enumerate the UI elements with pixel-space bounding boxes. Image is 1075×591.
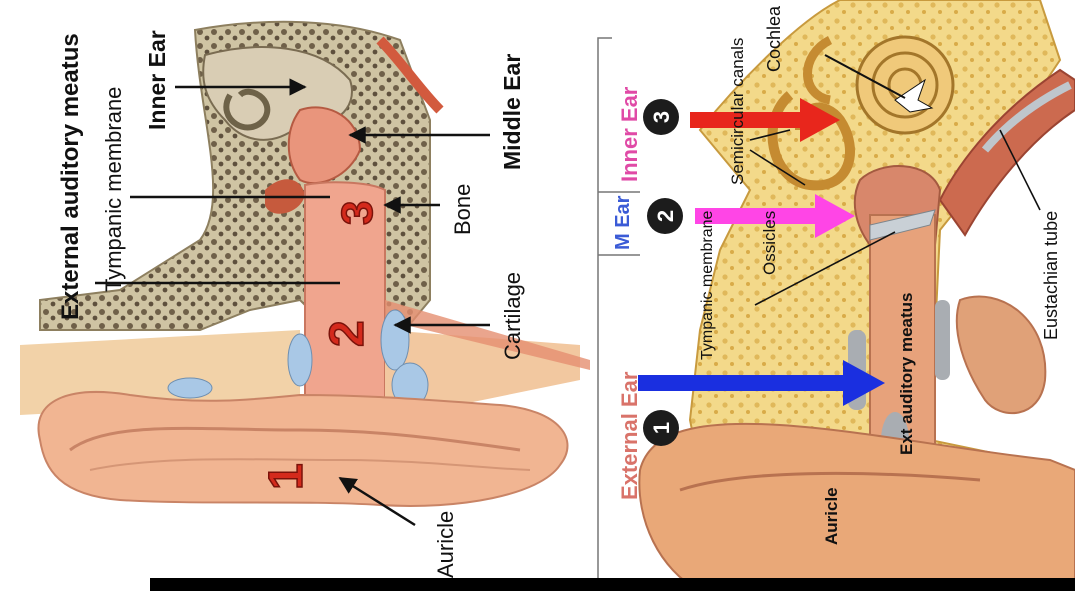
left-marker-2: 2 (321, 320, 374, 347)
right-marker-2: 2 (653, 210, 678, 222)
left-label-middle-ear: Middle Ear (499, 54, 525, 170)
right-label-ossicles: Ossicles (760, 211, 779, 275)
right-auricle (639, 424, 1075, 591)
right-label-tympanic-membrane: Tympanic membrane (699, 211, 716, 360)
left-cartilage-4 (168, 378, 212, 398)
right-marker-3: 3 (649, 111, 674, 123)
right-label-cochlea: Cochlea (764, 5, 784, 72)
left-label-inner-ear: Inner Ear (144, 30, 170, 130)
left-marker-1: 1 (260, 463, 313, 490)
right-label-ext-auditory-meatus: Ext auditory meatus (897, 293, 916, 456)
left-cartilage-1 (381, 310, 409, 370)
left-panel: 3 2 1 External auditory meatus Tympanic … (20, 22, 590, 578)
right-label-eustachian-tube: Eustachian tube (1041, 211, 1061, 340)
right-marker-1: 1 (649, 422, 674, 434)
left-label-tympanic-membrane: Tympanic membrane (101, 87, 126, 292)
section-middle-ear: M Ear (612, 195, 634, 250)
left-cartilage-3 (288, 334, 312, 386)
right-soft-lobe (957, 297, 1046, 414)
section-bracket (598, 38, 612, 580)
section-inner-ear: Inner Ear (617, 86, 642, 182)
right-cartilage-1 (935, 300, 950, 380)
bottom-black-bar (150, 578, 1075, 591)
right-cochlea-outer (857, 37, 953, 133)
right-panel: Inner Ear M Ear External Ear 3 2 1 (598, 0, 1075, 591)
left-label-auricle: Auricle (433, 511, 458, 578)
left-label-bone: Bone (450, 184, 475, 235)
right-label-semicircular-canals: Semicircular canals (728, 38, 747, 185)
left-label-cartilage: Cartilage (500, 272, 525, 360)
left-label-external-auditory-meatus: External auditory meatus (57, 33, 84, 320)
right-label-auricle: Auricle (822, 487, 841, 545)
left-marker-3: 3 (333, 201, 382, 225)
